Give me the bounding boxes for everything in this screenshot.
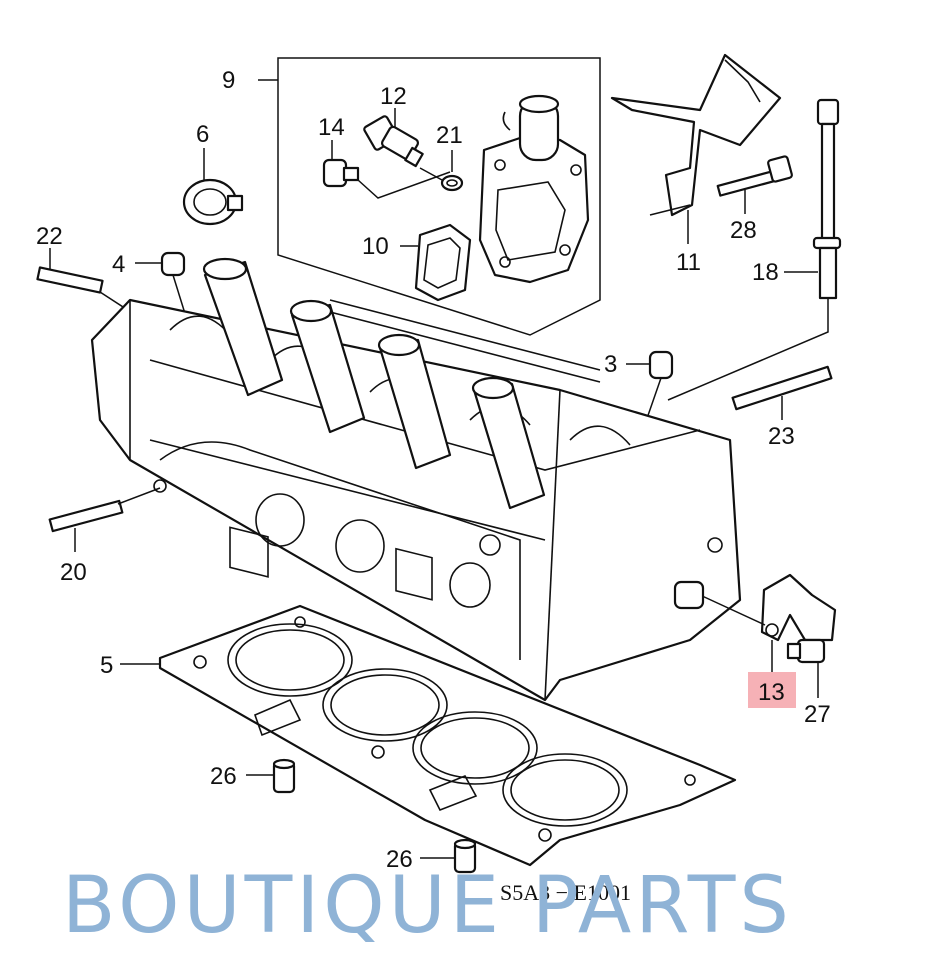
callout-23: 23 xyxy=(768,423,795,450)
callout-9: 9 xyxy=(222,67,235,94)
part-5-head-gasket xyxy=(120,604,737,867)
part-6-cap xyxy=(182,148,244,226)
callout-10: 10 xyxy=(362,233,389,260)
part-22-stud xyxy=(36,248,141,319)
callout-6: 6 xyxy=(196,121,209,148)
part-4-seal xyxy=(135,251,206,379)
part-18-bolt xyxy=(667,98,842,401)
callout-13-highlight xyxy=(748,672,796,708)
watermark: BOUTIQUE PARTS xyxy=(62,861,793,951)
callout-4: 4 xyxy=(112,251,125,278)
callout-27: 27 xyxy=(804,701,831,728)
callout-3: 3 xyxy=(604,351,617,378)
part-12-pressure-switch xyxy=(363,108,424,168)
part-21-o-ring xyxy=(419,150,464,192)
callout-21: 21 xyxy=(436,122,463,149)
group-9-bracket xyxy=(258,57,601,336)
spark-plug-tubes xyxy=(202,257,546,510)
callout-5: 5 xyxy=(100,652,113,679)
part-27-bolt xyxy=(786,638,826,698)
part-26-dowel-lower xyxy=(420,838,477,874)
diagram-code: S5A3 − E1001 xyxy=(500,880,631,905)
callout-26-lower: 26 xyxy=(386,846,413,873)
part-26-dowel-upper xyxy=(246,758,296,794)
callout-18: 18 xyxy=(752,259,779,286)
callout-14: 14 xyxy=(318,114,345,141)
part-28-bolt xyxy=(716,155,793,214)
callout-26-upper: 26 xyxy=(210,763,237,790)
part-20-stud xyxy=(48,487,161,552)
callout-12: 12 xyxy=(380,83,407,110)
part-14-plug xyxy=(322,140,451,199)
callout-20: 20 xyxy=(60,559,87,586)
part-10-gasket xyxy=(400,223,472,302)
callout-22: 22 xyxy=(36,223,63,250)
part-11-bracket xyxy=(610,53,782,244)
callout-13: 13 xyxy=(758,679,785,706)
part-23-stud xyxy=(731,365,833,420)
vtc-solenoid-valve xyxy=(478,94,590,284)
callout-11: 11 xyxy=(676,249,701,276)
callout-28: 28 xyxy=(730,217,757,244)
part-3-seal xyxy=(626,350,674,451)
